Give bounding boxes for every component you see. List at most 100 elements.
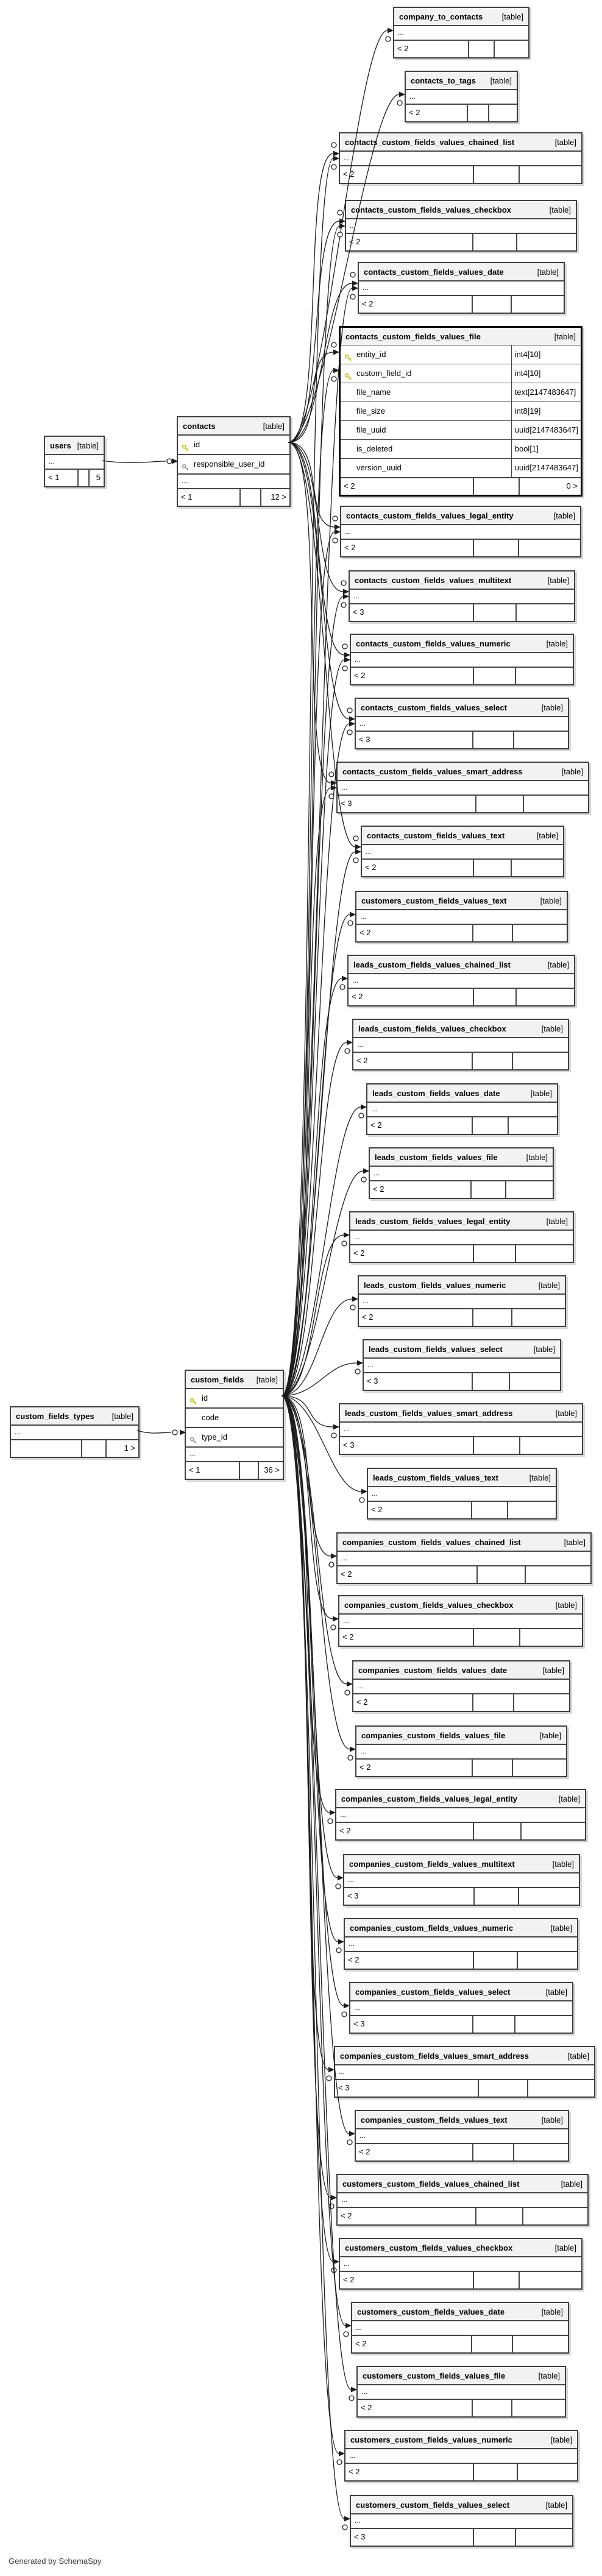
table-node-companies_custom_fields_values_legal_entity[interactable]: companies_custom_fields_values_legal_ent… bbox=[335, 1789, 586, 1841]
table-header: contacts_custom_fields_values_legal_enti… bbox=[341, 507, 580, 524]
footer-children-count: < 2 bbox=[341, 2211, 352, 2220]
footer-children-count: < 1 bbox=[189, 1465, 200, 1474]
table-node-companies_custom_fields_values_chained_list[interactable]: companies_custom_fields_values_chained_l… bbox=[336, 1532, 592, 1584]
table-node-companies_custom_fields_values_multitext[interactable]: companies_custom_fields_values_multitext… bbox=[343, 1854, 580, 1906]
hidden-columns-ellipsis: ... bbox=[338, 1551, 590, 1565]
table-node-customers_custom_fields_values_numeric[interactable]: customers_custom_fields_values_numeric[t… bbox=[344, 2430, 578, 2482]
footer-middle-cell bbox=[475, 2208, 523, 2224]
footer-children-count: < 2 bbox=[359, 2147, 370, 2156]
table-node-custom_fields_types[interactable]: custom_fields_types[table]...1 > bbox=[10, 1406, 140, 1458]
relationship-edge bbox=[281, 1395, 339, 1942]
table-tag: [table] bbox=[541, 2115, 563, 2125]
edge-zero-cardinality-circle bbox=[335, 1883, 341, 1889]
table-footer: < 3 bbox=[335, 2079, 594, 2097]
footer-parents-count bbox=[525, 1566, 590, 1583]
table-footer: < 3 bbox=[344, 1887, 579, 1905]
footer-parents-count bbox=[519, 1437, 582, 1454]
relationship-edge bbox=[281, 1234, 344, 1396]
table-tag: [table] bbox=[549, 205, 571, 214]
table-node-contacts_custom_fields_values_chained_list[interactable]: contacts_custom_fields_values_chained_li… bbox=[339, 132, 583, 184]
hidden-columns-ellipsis: ... bbox=[340, 2256, 581, 2271]
hidden-columns-ellipsis: ... bbox=[356, 909, 567, 924]
table-node-customers_custom_fields_values_checkbox[interactable]: customers_custom_fields_values_checkbox[… bbox=[339, 2238, 583, 2290]
table-node-customers_custom_fields_values_select[interactable]: customers_custom_fields_values_select[ta… bbox=[350, 2495, 573, 2547]
table-node-leads_custom_fields_values_numeric[interactable]: leads_custom_fields_values_numeric[table… bbox=[358, 1275, 566, 1327]
table-node-contacts_custom_fields_values_text[interactable]: contacts_custom_fields_values_text[table… bbox=[361, 826, 564, 877]
table-node-companies_custom_fields_values_date[interactable]: companies_custom_fields_values_date[tabl… bbox=[352, 1660, 570, 1712]
edge-zero-cardinality-circle bbox=[330, 1624, 336, 1630]
table-node-leads_custom_fields_values_chained_list[interactable]: leads_custom_fields_values_chained_list[… bbox=[347, 955, 575, 1007]
table-node-leads_custom_fields_values_select[interactable]: leads_custom_fields_values_select[table]… bbox=[363, 1339, 561, 1391]
footer-middle-cell bbox=[473, 1437, 519, 1454]
table-node-company_to_contacts[interactable]: company_to_contacts[table]...< 2 bbox=[393, 7, 529, 58]
table-tag: [table] bbox=[553, 511, 575, 520]
table-node-customers_custom_fields_values_date[interactable]: customers_custom_fields_values_date[tabl… bbox=[351, 2302, 569, 2354]
hidden-columns-ellipsis: ... bbox=[358, 2384, 565, 2399]
table-node-companies_custom_fields_values_select[interactable]: companies_custom_fields_values_select[ta… bbox=[349, 1982, 573, 2034]
footer-children-count: < 2 bbox=[409, 108, 420, 117]
footer-parents-count bbox=[518, 540, 580, 556]
edge-zero-cardinality-circle bbox=[347, 1755, 353, 1761]
primary-key-icon bbox=[189, 1394, 197, 1412]
table-node-contacts_custom_fields_values_select[interactable]: contacts_custom_fields_values_select[tab… bbox=[355, 698, 569, 749]
table-node-contacts_custom_fields_values_numeric[interactable]: contacts_custom_fields_values_numeric[ta… bbox=[350, 634, 574, 685]
table-tag: [table] bbox=[112, 1411, 133, 1421]
table-node-contacts_custom_fields_values_checkbox[interactable]: contacts_custom_fields_values_checkbox[t… bbox=[345, 200, 577, 252]
table-node-customers_custom_fields_values_chained_list[interactable]: customers_custom_fields_values_chained_l… bbox=[336, 2174, 589, 2226]
table-footer: < 2 bbox=[338, 2207, 587, 2224]
footer-middle-cell bbox=[472, 1117, 508, 1134]
table-node-companies_custom_fields_values_text[interactable]: companies_custom_fields_values_text[tabl… bbox=[355, 2110, 569, 2162]
table-node-contacts_to_tags[interactable]: contacts_to_tags[table]...< 2 bbox=[405, 71, 518, 122]
table-node-customers_custom_fields_values_file[interactable]: customers_custom_fields_values_file[tabl… bbox=[356, 2366, 566, 2418]
table-node-leads_custom_fields_values_date[interactable]: leads_custom_fields_values_date[table]..… bbox=[366, 1083, 558, 1135]
footer-middle-cell bbox=[467, 105, 488, 121]
table-tag: [table] bbox=[533, 1344, 555, 1354]
relationship-edge bbox=[281, 1395, 345, 2519]
table-node-companies_custom_fields_values_numeric[interactable]: companies_custom_fields_values_numeric[t… bbox=[344, 1918, 578, 1970]
footer-middle-cell bbox=[472, 1629, 519, 1646]
table-header: leads_custom_fields_values_smart_address… bbox=[340, 1404, 582, 1421]
field-name: type_id bbox=[202, 1432, 227, 1442]
hidden-columns-ellipsis: ... bbox=[394, 25, 528, 40]
field-type: int4[10] bbox=[511, 345, 581, 364]
table-node-leads_custom_fields_values_checkbox[interactable]: leads_custom_fields_values_checkbox[tabl… bbox=[352, 1019, 569, 1070]
table-node-companies_custom_fields_values_checkbox[interactable]: companies_custom_fields_values_checkbox[… bbox=[338, 1595, 583, 1647]
table-tag: [table] bbox=[541, 2307, 563, 2316]
footer-middle-cell bbox=[476, 1566, 525, 1583]
edge-zero-cardinality-circle bbox=[358, 1113, 364, 1119]
footer-middle-cell bbox=[472, 1373, 509, 1390]
footer-parents-count bbox=[509, 1373, 560, 1390]
table-node-companies_custom_fields_values_smart_address[interactable]: companies_custom_fields_values_smart_add… bbox=[334, 2046, 595, 2098]
table-header: contacts_to_tags[table] bbox=[406, 72, 517, 89]
field-name: version_uuid bbox=[356, 463, 402, 472]
relationship-edge bbox=[281, 1395, 333, 1619]
footer-parents-count bbox=[511, 2400, 565, 2416]
footer-children-count bbox=[11, 1440, 81, 1457]
table-node-users[interactable]: users[table]...< 15 > bbox=[44, 436, 105, 487]
footer-middle-cell bbox=[475, 796, 523, 812]
table-node-contacts_custom_fields_values_multitext[interactable]: contacts_custom_fields_values_multitext[… bbox=[349, 570, 575, 622]
footer-parents-count bbox=[517, 1888, 579, 1905]
hidden-columns-ellipsis: ... bbox=[341, 524, 580, 539]
hidden-columns-ellipsis: ... bbox=[345, 2448, 577, 2463]
footer-children-count: < 2 bbox=[344, 481, 355, 490]
relationship-edge bbox=[281, 1170, 364, 1396]
table-node-contacts_custom_fields_values_file[interactable]: contacts_custom_fields_values_file[table… bbox=[339, 326, 583, 497]
footer-parents-count bbox=[506, 1502, 556, 1518]
table-node-companies_custom_fields_values_file[interactable]: companies_custom_fields_values_file[tabl… bbox=[355, 1725, 567, 1777]
table-node-contacts_custom_fields_values_smart_address[interactable]: contacts_custom_fields_values_smart_addr… bbox=[336, 762, 589, 813]
table-node-leads_custom_fields_values_file[interactable]: leads_custom_fields_values_file[table]..… bbox=[369, 1147, 554, 1199]
table-node-customers_custom_fields_values_text[interactable]: customers_custom_fields_values_text[tabl… bbox=[355, 891, 568, 943]
table-node-contacts_custom_fields_values_legal_entity[interactable]: contacts_custom_fields_values_legal_enti… bbox=[340, 506, 581, 557]
relationship-edge bbox=[281, 1395, 330, 1813]
table-node-contacts_custom_fields_values_date[interactable]: contacts_custom_fields_values_date[table… bbox=[358, 262, 565, 314]
table-node-leads_custom_fields_values_smart_address[interactable]: leads_custom_fields_values_smart_address… bbox=[339, 1403, 583, 1455]
table-node-leads_custom_fields_values_text[interactable]: leads_custom_fields_values_text[table]..… bbox=[367, 1468, 557, 1520]
table-footer: < 3 bbox=[351, 2528, 572, 2546]
footer-parents-count bbox=[515, 668, 573, 684]
table-node-leads_custom_fields_values_legal_entity[interactable]: leads_custom_fields_values_legal_entity[… bbox=[349, 1211, 574, 1263]
